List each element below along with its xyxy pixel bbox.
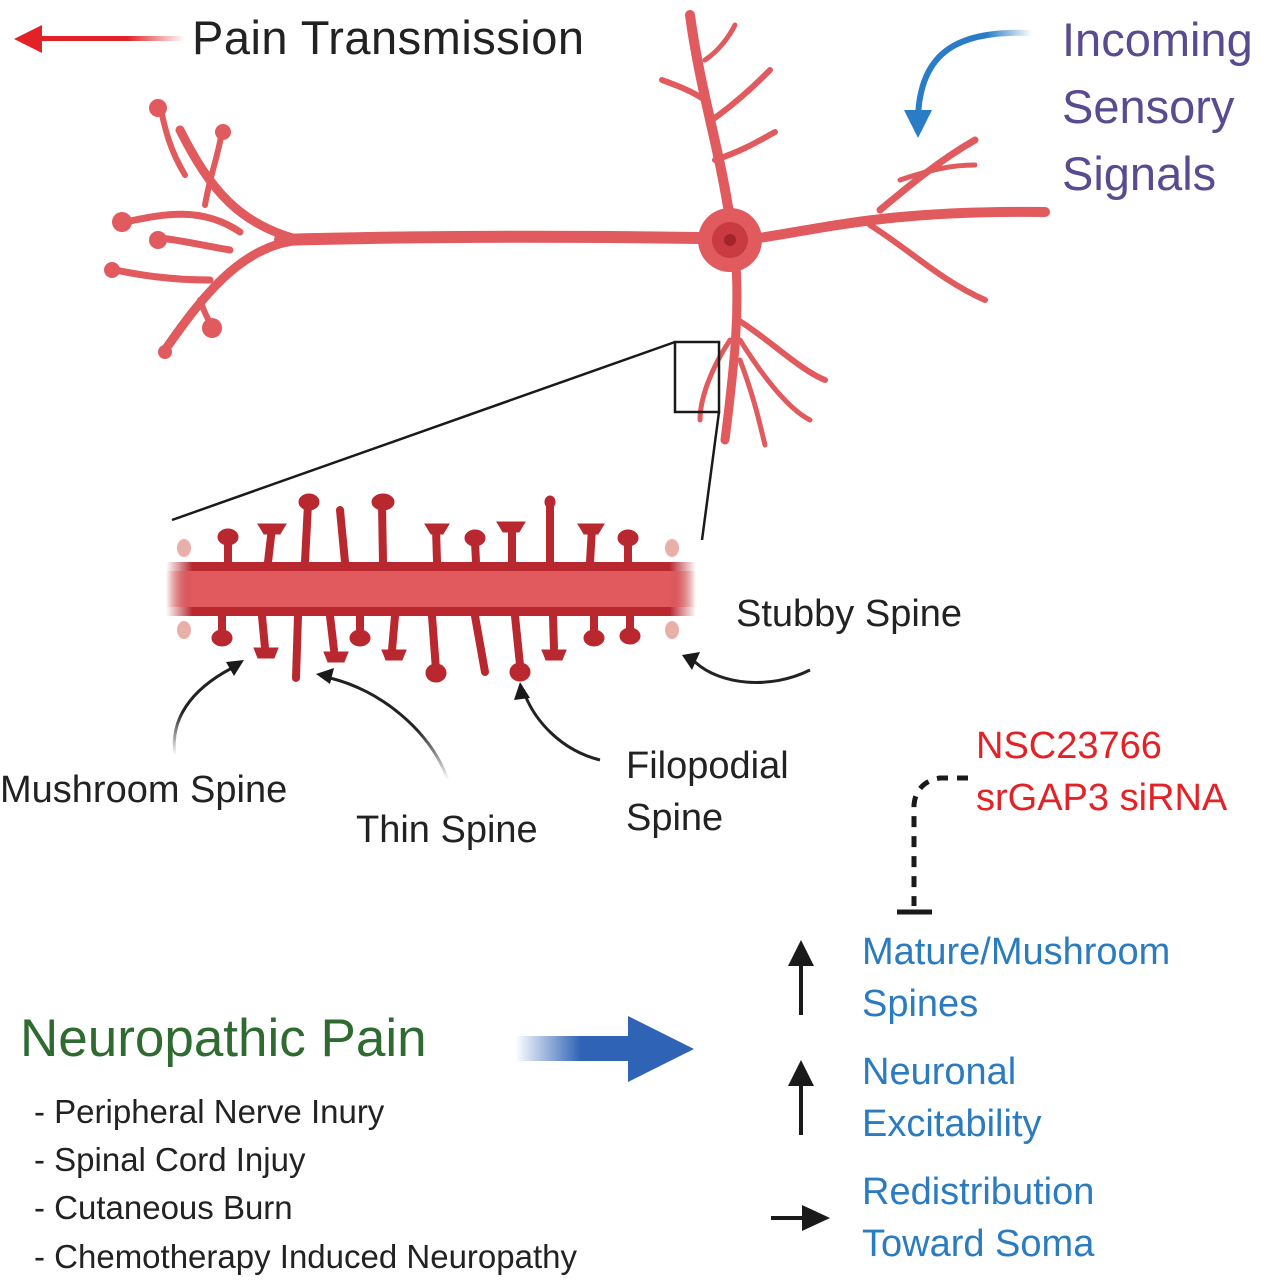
cause-item: - Chemotherapy Induced Neuropathy [34, 1237, 577, 1275]
stubby-pointer [693, 660, 811, 684]
incoming-signals-label: Incoming Sensory Signals [1062, 6, 1253, 208]
cause-item: - Spinal Cord Injuy [34, 1141, 306, 1179]
thin-spine-label: Thin Spine [356, 809, 538, 851]
incoming-line-2: Sensory [1062, 80, 1235, 134]
spines-bottom [211, 612, 641, 683]
outcome-line: Neuronal [862, 1051, 1017, 1093]
outcome-redistribution: Redistribution Toward Soma [862, 1166, 1094, 1271]
cause-list: - Peripheral Nerve Inury - Spinal Cord I… [34, 1088, 577, 1281]
inhibition-line [897, 775, 968, 915]
thin-arrowhead [316, 668, 334, 684]
spines-top [217, 493, 639, 566]
incoming-line-1: Incoming [1062, 13, 1253, 66]
outcome-line: Mature/Mushroom [862, 931, 1171, 973]
arrow-right-icon [771, 1205, 830, 1231]
spine-pointer-arrows [172, 652, 811, 781]
outcome-line: Toward Soma [862, 1223, 1095, 1266]
filopodial-line-1: Filopodial [626, 745, 789, 787]
stubby-arrowhead [682, 652, 700, 670]
outcome-neuronal-excitability: Neuronal Excitability [862, 1046, 1042, 1151]
filopodial-spine-label: Filopodial Spine [626, 740, 789, 845]
pain-transmission-label: Pain Transmission [192, 11, 585, 64]
cause-item: - Peripheral Nerve Inury [34, 1093, 385, 1130]
filopodial-arrowhead [514, 682, 530, 700]
mushroom-pointer [172, 666, 233, 756]
outcome-mature-spines: Mature/Mushroom Spines [862, 926, 1170, 1031]
stubby-spine-label: Stubby Spine [736, 593, 963, 635]
arrow-up-icon [788, 940, 814, 1015]
outcome-arrows [771, 940, 830, 1231]
outcome-line: Redistribution [862, 1171, 1095, 1213]
thin-pointer [329, 676, 450, 781]
cause-item: - Cutaneous Burn [34, 1189, 293, 1227]
neuron-illustration [104, 10, 1050, 448]
filopodial-pointer [523, 694, 601, 762]
outcome-line: Spines [862, 983, 979, 1026]
inhibitors-label: NSC23766 srGAP3 siRNA [976, 720, 1227, 825]
neuropathic-pain-title: Neuropathic Pain [20, 1009, 427, 1068]
pain-transmission-arrow [14, 25, 185, 53]
arrow-up-icon [788, 1060, 814, 1135]
zoom-indicator [171, 340, 721, 541]
incoming-signal-arrow [904, 29, 1033, 138]
inhibitor-srgap3-sirna: srGAP3 siRNA [976, 777, 1228, 820]
inhibitor-nsc23766: NSC23766 [976, 725, 1162, 767]
mushroom-arrowhead [226, 660, 244, 676]
mushroom-spine-label: Mushroom Spine [0, 769, 288, 811]
magnified-dendrite [166, 493, 696, 683]
filopodial-line-2: Spine [626, 797, 724, 840]
incoming-line-3: Signals [1062, 147, 1217, 201]
main-arrow [515, 1016, 694, 1082]
outcome-line: Excitability [862, 1103, 1042, 1146]
